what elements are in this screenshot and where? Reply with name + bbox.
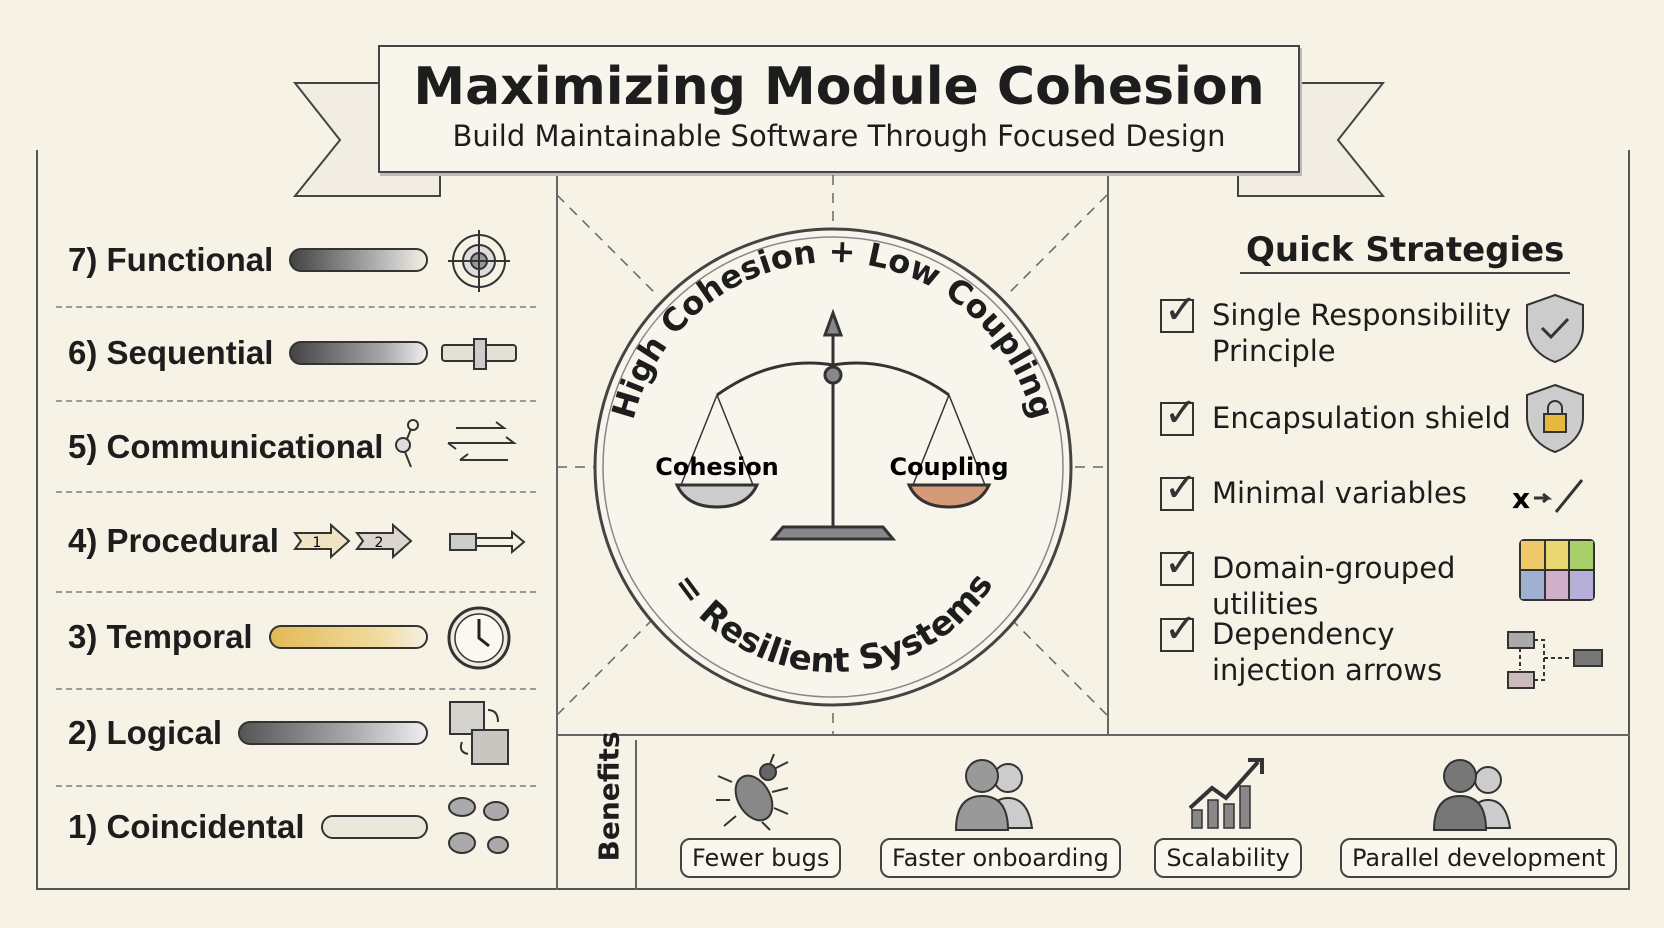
grid-icon bbox=[1519, 539, 1595, 601]
title-banner: Maximizing Module Cohesion Build Maintai… bbox=[378, 45, 1300, 173]
strategy-item: ✓ Minimal variables bbox=[1160, 465, 1512, 511]
team-icon bbox=[1432, 759, 1512, 831]
dependency-diagram-icon bbox=[1507, 631, 1603, 689]
strength-bar bbox=[320, 815, 428, 839]
strategies-title: Quick Strategies bbox=[1240, 230, 1571, 274]
benefit-label: Fewer bugs bbox=[680, 838, 842, 878]
strength-bar bbox=[289, 341, 428, 365]
exchange-arrows-icon bbox=[447, 421, 517, 461]
checkbox-checked[interactable]: ✓ bbox=[1160, 390, 1198, 436]
strength-bar bbox=[289, 248, 428, 272]
swap-boxes-icon bbox=[449, 701, 509, 765]
benefit-item: Fewer bugs bbox=[680, 838, 842, 878]
benefit-label: Parallel development bbox=[1340, 838, 1618, 878]
benefit-item: Parallel development bbox=[1340, 838, 1618, 878]
level-label: 3) Temporal bbox=[68, 618, 253, 655]
strategy-label: Single Responsibility Principle bbox=[1212, 298, 1511, 368]
svg-text:x: x bbox=[1512, 482, 1530, 515]
benefit-label: Faster onboarding bbox=[880, 838, 1121, 878]
balance-scale-icon bbox=[674, 308, 992, 541]
growth-chart-icon bbox=[1188, 758, 1264, 829]
level-label: 7) Functional bbox=[68, 241, 274, 278]
scattered-blobs-icon bbox=[448, 797, 509, 854]
people-icon bbox=[954, 759, 1034, 831]
level-coincidental: 1) Coincidental bbox=[68, 797, 428, 857]
page-subtitle: Build Maintainable Software Through Focu… bbox=[452, 119, 1226, 153]
clock-icon bbox=[447, 606, 511, 670]
benefit-label: Scalability bbox=[1154, 838, 1302, 878]
level-sequential: 6) Sequential bbox=[68, 323, 428, 383]
divider-benefits bbox=[556, 734, 1630, 736]
strategy-label: Encapsulation shield bbox=[1212, 401, 1511, 435]
cohesion-pan-label: Cohesion bbox=[655, 453, 779, 481]
checkbox-checked[interactable]: ✓ bbox=[1160, 540, 1198, 586]
divider-left bbox=[556, 175, 558, 890]
level-functional: 7) Functional bbox=[68, 230, 428, 290]
row-divider bbox=[56, 306, 536, 308]
strength-bar bbox=[268, 625, 428, 649]
row-divider bbox=[56, 785, 536, 787]
level-label: 2) Logical bbox=[68, 714, 223, 751]
pipe-icon bbox=[441, 338, 517, 370]
outer-frame bbox=[36, 150, 1630, 890]
level-logical: 2) Logical bbox=[68, 703, 428, 763]
level-label: 1) Coincidental bbox=[68, 808, 305, 845]
row-divider bbox=[56, 591, 536, 593]
node-icon bbox=[395, 419, 420, 468]
coupling-pan-label: Coupling bbox=[889, 453, 1008, 481]
checkbox-checked[interactable]: ✓ bbox=[1160, 465, 1198, 511]
divider-benefits-label bbox=[635, 740, 637, 890]
pipeline-arrow-icon bbox=[449, 530, 526, 554]
level-label: 6) Sequential bbox=[68, 334, 274, 371]
strategy-item: ✓ Single Responsibility Principle bbox=[1160, 287, 1512, 369]
divider-right bbox=[1107, 175, 1109, 735]
strategy-item: ✓ Domain-grouped utilities bbox=[1160, 540, 1532, 622]
row-divider bbox=[56, 400, 536, 402]
variable-reduce-icon: x bbox=[1512, 479, 1584, 515]
step-number: 2 bbox=[374, 535, 383, 551]
step-number: 1 bbox=[312, 535, 321, 551]
checkbox-checked[interactable]: ✓ bbox=[1160, 287, 1198, 333]
target-icon bbox=[448, 230, 510, 292]
strategy-label: Minimal variables bbox=[1212, 476, 1467, 510]
page-title: Maximizing Module Cohesion bbox=[413, 57, 1265, 117]
level-label: 4) Procedural bbox=[68, 522, 279, 559]
benefit-item: Scalability bbox=[1150, 838, 1306, 878]
shield-check-icon bbox=[1526, 293, 1584, 364]
center-diagram: High Cohesion + Low Coupling = Resilient… bbox=[557, 175, 1107, 735]
row-divider bbox=[56, 491, 536, 493]
level-label: 5) Communicational bbox=[68, 428, 384, 465]
row-divider bbox=[56, 688, 536, 690]
strength-bar bbox=[238, 721, 428, 745]
level-communicational: 5) Communicational bbox=[68, 417, 428, 477]
shield-lock-icon bbox=[1526, 383, 1584, 454]
strategy-label: Domain-grouped utilities bbox=[1212, 551, 1456, 621]
checkbox-checked[interactable]: ✓ bbox=[1160, 606, 1198, 652]
bug-icon bbox=[716, 753, 789, 831]
strategy-label: Dependency injection arrows bbox=[1212, 617, 1443, 687]
strategy-item: ✓ Encapsulation shield bbox=[1160, 390, 1512, 436]
strategy-item: ✓ Dependency injection arrows bbox=[1160, 606, 1502, 688]
benefits-title: Benefits bbox=[592, 731, 626, 862]
level-temporal: 3) Temporal bbox=[68, 607, 428, 667]
benefit-item: Faster onboarding bbox=[880, 838, 1121, 878]
